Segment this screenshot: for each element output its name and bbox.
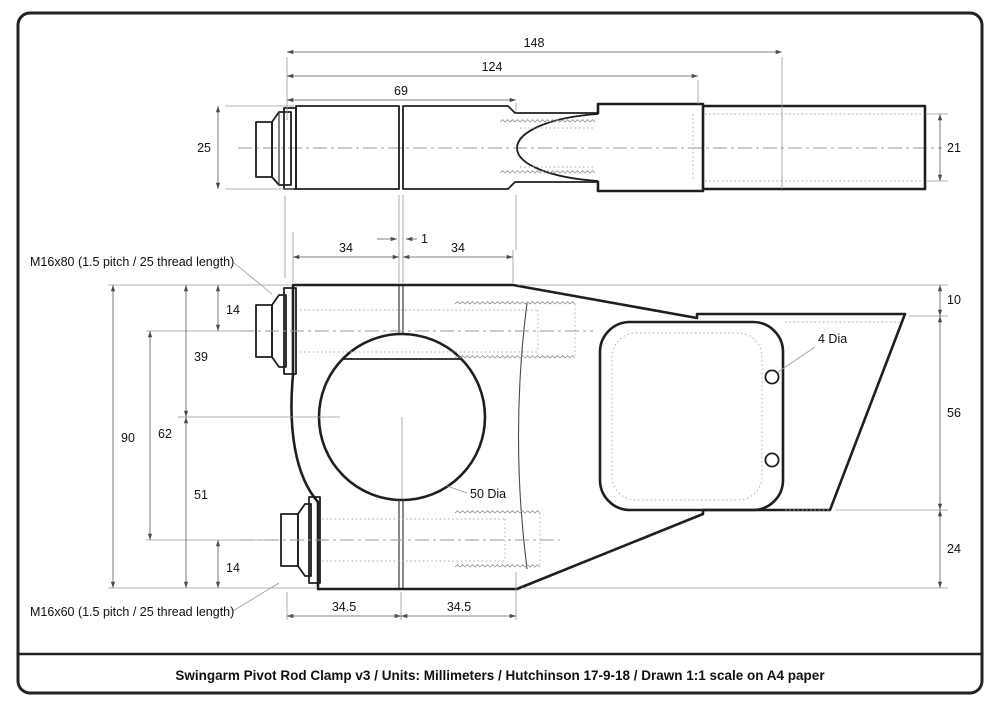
bolt-nut <box>255 121 273 178</box>
swingarm-tube <box>701 104 927 191</box>
front-view-dimensions: 1 34 34 90 62 39 51 14 14 34.5 34.5 <box>108 232 961 620</box>
dim-345-left: 34.5 <box>332 600 356 614</box>
title-text: Swingarm Pivot Rod Clamp v3 / Units: Mil… <box>175 668 825 683</box>
window-cutout <box>598 320 785 512</box>
dim-148: 148 <box>524 36 545 50</box>
bore-dia-label: 50 Dia <box>470 487 506 501</box>
rod-section-1 <box>295 105 400 190</box>
top-bolt-head <box>271 294 287 368</box>
slot-end-curve <box>516 113 599 182</box>
dim-14-top: 14 <box>226 303 240 317</box>
dim-21: 21 <box>947 141 961 155</box>
dim-gap-1: 1 <box>421 232 428 246</box>
dim-24: 24 <box>947 542 961 556</box>
dim-56: 56 <box>947 406 961 420</box>
sheet-border <box>16 11 984 695</box>
window-hidden-edge <box>611 332 763 501</box>
dim-90: 90 <box>121 431 135 445</box>
dim-34-right: 34 <box>451 241 465 255</box>
dim-34-left: 34 <box>339 241 353 255</box>
dim-51: 51 <box>194 488 208 502</box>
top-view: 148 124 69 25 21 <box>197 36 961 193</box>
callouts: M16x80 (1.5 pitch / 25 thread length) M1… <box>30 255 847 619</box>
small-hole-top <box>764 369 780 385</box>
tangent-edge <box>517 302 528 570</box>
dim-14-bottom: 14 <box>226 561 240 575</box>
bottom-bolt-head <box>297 503 312 577</box>
rod-section-2 <box>402 105 598 190</box>
bolt-flange <box>283 107 297 190</box>
title-block: Swingarm Pivot Rod Clamp v3 / Units: Mil… <box>17 652 983 683</box>
bolt-bottom-label: M16x60 (1.5 pitch / 25 thread length) <box>30 605 234 619</box>
bolt-head <box>271 111 292 186</box>
clamp-body-outline <box>290 283 907 591</box>
dim-10: 10 <box>947 293 961 307</box>
bolt-top-label: M16x80 (1.5 pitch / 25 thread length) <box>30 255 234 269</box>
dim-124: 124 <box>482 60 503 74</box>
dim-62: 62 <box>158 427 172 441</box>
dim-25: 25 <box>197 141 211 155</box>
clamp-sleeve <box>596 102 705 193</box>
dim-345-right: 34.5 <box>447 600 471 614</box>
front-view <box>178 195 907 591</box>
hole-dia-label: 4 Dia <box>818 332 847 346</box>
small-hole-bottom <box>764 452 780 468</box>
dim-39: 39 <box>194 350 208 364</box>
dim-69: 69 <box>394 84 408 98</box>
